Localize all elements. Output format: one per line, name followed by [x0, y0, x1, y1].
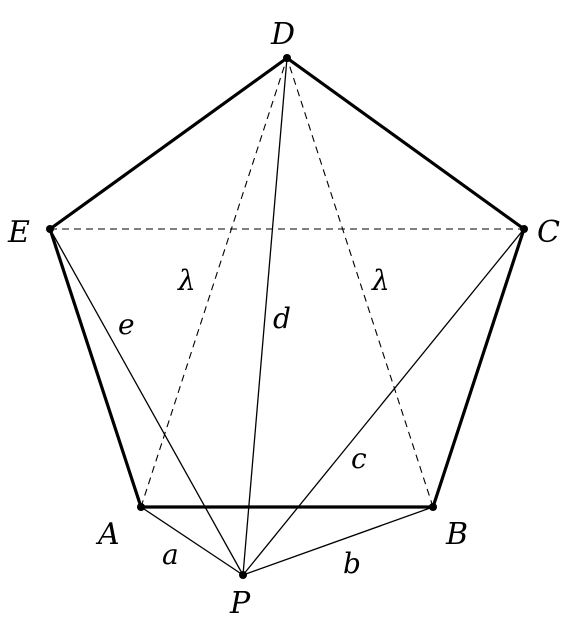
edge-AE	[48, 227, 143, 509]
point-E	[46, 225, 54, 233]
label-C: C	[537, 215, 560, 250]
label-lambda-right: λ	[371, 264, 390, 297]
point-P	[239, 571, 247, 579]
edge-ED	[48, 56, 289, 231]
point-A	[137, 503, 145, 511]
label-a: a	[162, 538, 179, 571]
edge-CB	[431, 227, 526, 509]
segment-PE	[49, 228, 244, 576]
label-lambda-left: λ	[177, 264, 196, 297]
label-E: E	[7, 215, 30, 250]
label-B: B	[445, 517, 468, 552]
label-b: b	[343, 547, 361, 580]
label-P: P	[229, 586, 251, 621]
point-B	[429, 503, 437, 511]
label-e: e	[118, 308, 135, 341]
segment-PB	[242, 506, 434, 576]
edge-DC	[285, 56, 526, 231]
point-C	[520, 225, 528, 233]
point-D	[283, 54, 291, 62]
label-d: d	[273, 302, 291, 335]
diagonal-BD	[286, 57, 434, 508]
label-D: D	[270, 17, 295, 52]
diagonal-AD	[140, 57, 288, 508]
segment-PA	[140, 506, 244, 576]
label-c: c	[351, 442, 367, 475]
segment-PD	[242, 57, 288, 576]
label-A: A	[95, 517, 120, 552]
segment-PC	[242, 228, 525, 576]
